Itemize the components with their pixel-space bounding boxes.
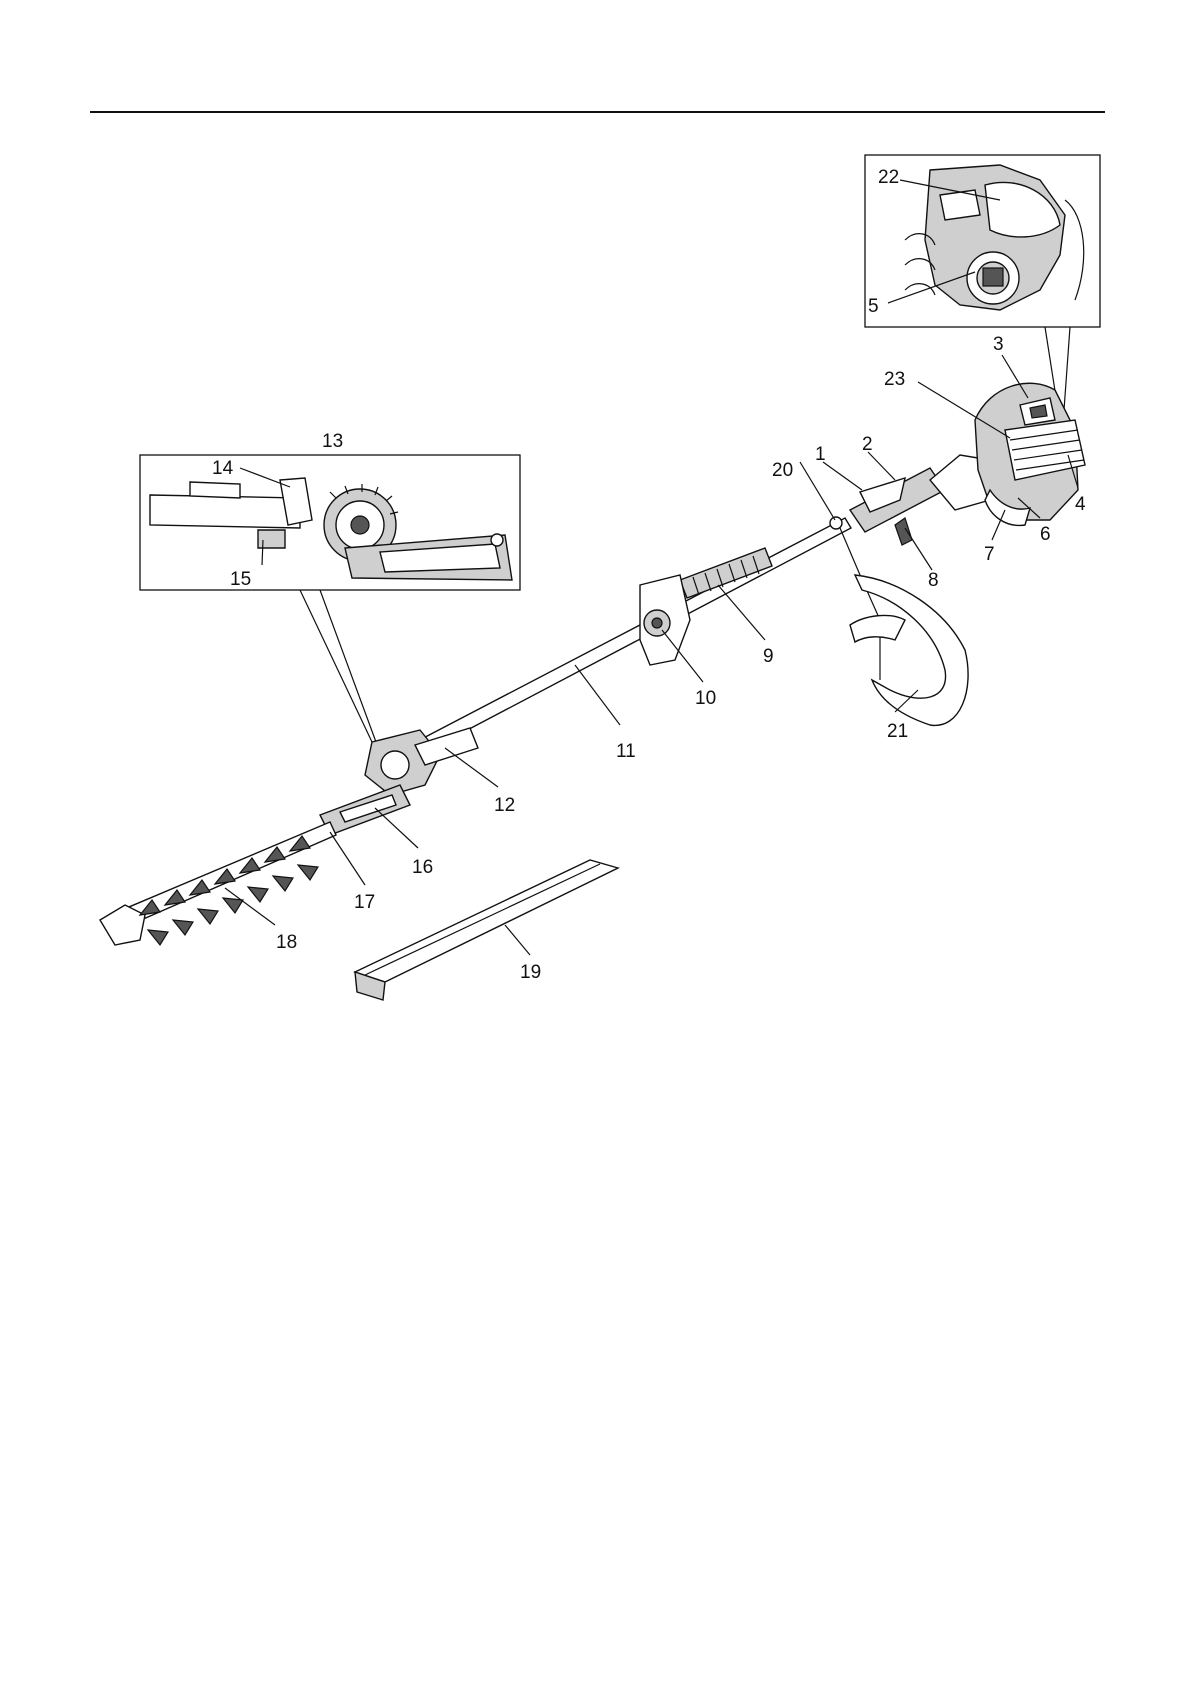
- engine: [930, 383, 1085, 525]
- callout-1: 1: [815, 444, 826, 465]
- callout-10: 10: [695, 688, 716, 709]
- cutter-blade: [100, 822, 336, 945]
- callout-11: 11: [616, 741, 636, 762]
- callout-8: 8: [928, 570, 939, 591]
- gearbox-detail-inset: [140, 455, 520, 590]
- callout-7: 7: [984, 544, 995, 565]
- shoulder-harness: [830, 517, 968, 725]
- callout-19: 19: [520, 962, 541, 983]
- callout-14: 14: [212, 458, 234, 479]
- callout-9: 9: [763, 646, 774, 667]
- callout-6: 6: [1040, 524, 1051, 545]
- engine-detail-inset: [865, 155, 1100, 327]
- callout-15: 15: [230, 569, 251, 590]
- callout-2: 2: [862, 434, 873, 455]
- callout-18: 18: [276, 932, 297, 953]
- callout-13: 13: [322, 431, 343, 452]
- inset-pointer-right: [320, 590, 376, 742]
- callout-5: 5: [868, 296, 879, 317]
- blade-cover: [355, 860, 618, 1000]
- gearbox: [365, 728, 478, 795]
- callout-22: 22: [878, 167, 899, 188]
- barrier-plate: [640, 575, 690, 665]
- callout-3: 3: [993, 334, 1004, 355]
- callout-21: 21: [887, 721, 908, 742]
- callout-17: 17: [354, 892, 375, 913]
- engine-inset-pointer-2: [1064, 327, 1070, 410]
- callout-16: 16: [412, 857, 433, 878]
- inset-pointer-left: [300, 590, 372, 742]
- callout-23: 23: [884, 369, 905, 390]
- callout-20: 20: [772, 460, 793, 481]
- callout-4: 4: [1075, 494, 1086, 515]
- callout-12: 12: [494, 795, 515, 816]
